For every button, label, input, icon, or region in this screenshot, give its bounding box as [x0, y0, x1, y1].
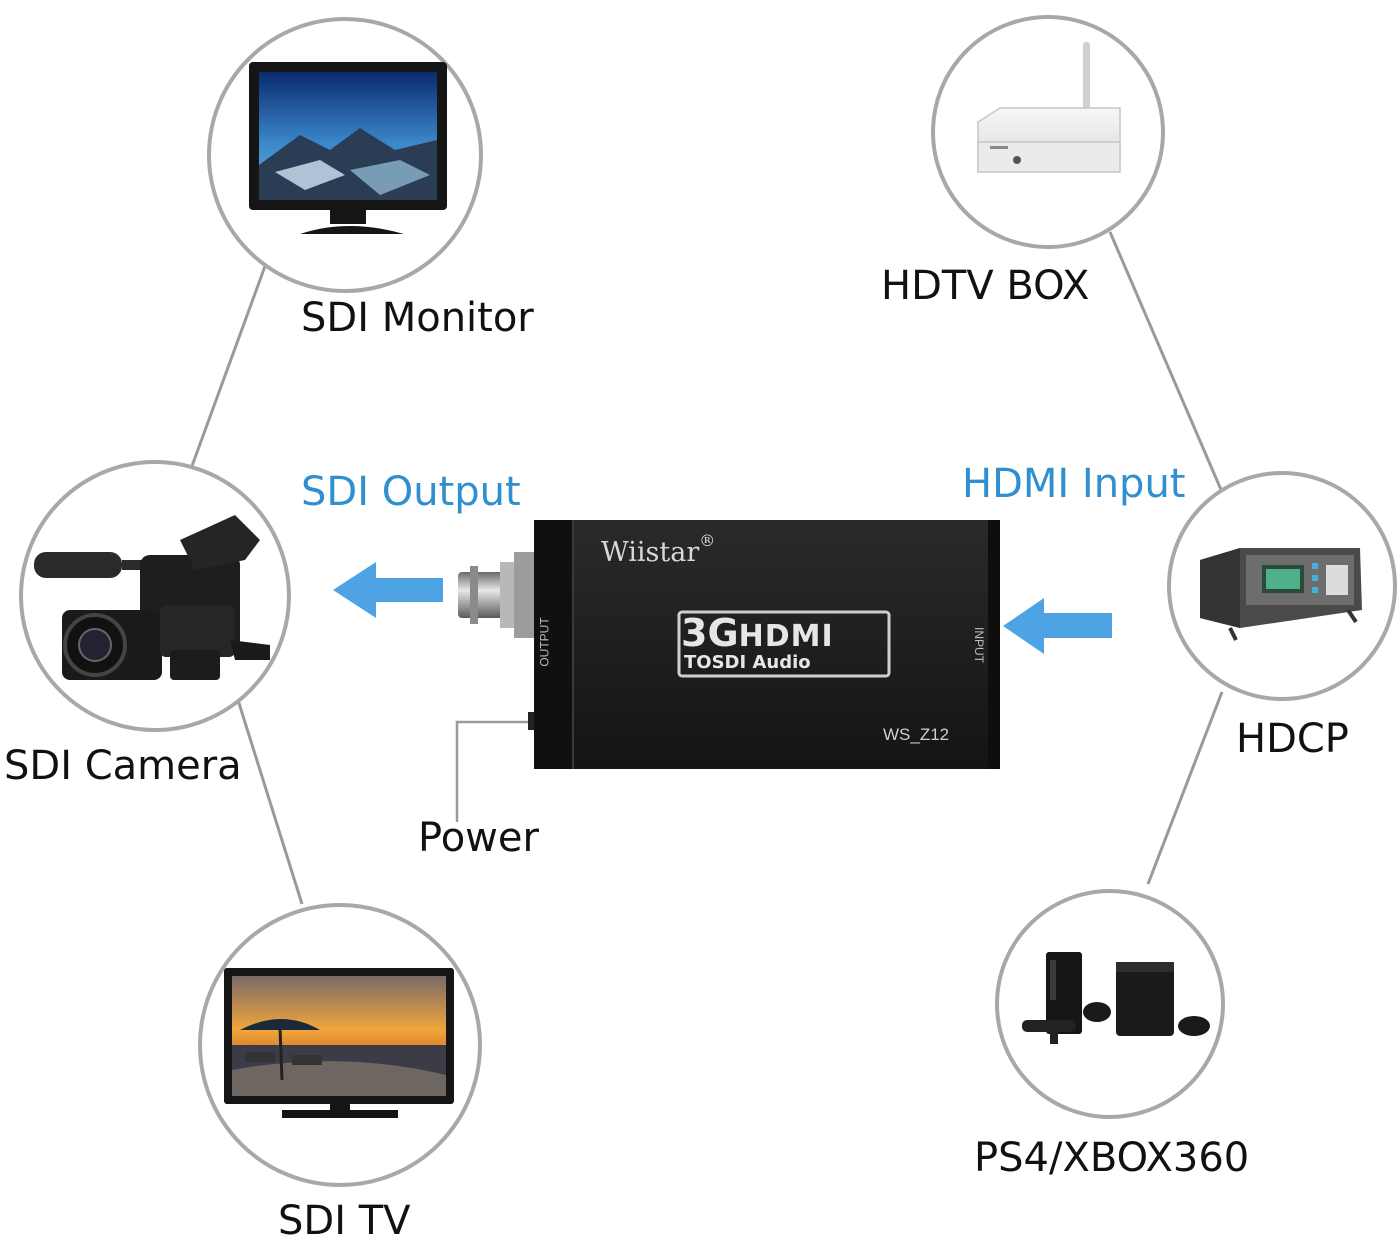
label-sdi-output: SDI Output: [301, 469, 521, 515]
label-ps4-xbox360: PS4/XBOX360: [974, 1135, 1250, 1181]
port-input-label: INPUT: [972, 627, 986, 663]
port-output-label: OUTPUT: [537, 617, 552, 667]
hdtv-box-node: [931, 15, 1165, 249]
label-sdi-tv: SDI TV: [278, 1198, 411, 1244]
sdi-monitor-node: [207, 17, 483, 293]
label-hdtv-box: HDTV BOX: [881, 263, 1090, 309]
video-camera-icon: [34, 515, 270, 680]
label-hdcp: HDCP: [1236, 716, 1349, 762]
tv-icon: [224, 968, 454, 1118]
label-sdi-camera: SDI Camera: [4, 743, 242, 789]
label-hdmi-input: HDMI Input: [962, 461, 1186, 507]
device-logo-line1: 3GHDMI: [681, 614, 834, 652]
bnc-connector: [458, 552, 536, 638]
hdcp-analyzer-icon: [1200, 548, 1362, 641]
line-camera-tv: [236, 699, 304, 905]
set-top-box-icon: [977, 42, 1121, 173]
power-leader-line: [455, 720, 540, 822]
consoles-node: [995, 889, 1225, 1119]
converter-device: [458, 520, 1000, 769]
device-logo-line2: TOSDI Audio: [684, 652, 811, 673]
hdcp-node: [1167, 471, 1397, 701]
logo-3g: 3G: [681, 611, 739, 655]
registered-mark: ®: [699, 531, 716, 550]
logo-hdmi: HDMI: [738, 619, 834, 654]
game-consoles-icon: [1022, 952, 1210, 1044]
sdi-camera-node: [19, 460, 291, 732]
hdmi-input-arrow: [1003, 598, 1112, 654]
line-hdtvbox-hdcp: [1108, 231, 1224, 493]
connector-lines: [190, 231, 1224, 905]
line-monitor-camera: [190, 257, 270, 467]
label-sdi-monitor: SDI Monitor: [301, 295, 534, 341]
label-power: Power: [418, 815, 539, 861]
brand-name: Wiistar: [601, 537, 700, 568]
line-hdcp-consoles: [1146, 691, 1224, 885]
sdi-tv-node: [198, 903, 482, 1187]
device-logo-frame: [677, 610, 891, 678]
sdi-output-arrow: [333, 562, 443, 618]
monitor-icon: [249, 62, 447, 234]
device-model: WS_Z12: [883, 725, 950, 744]
device-brand: Wiistar®: [601, 533, 715, 568]
